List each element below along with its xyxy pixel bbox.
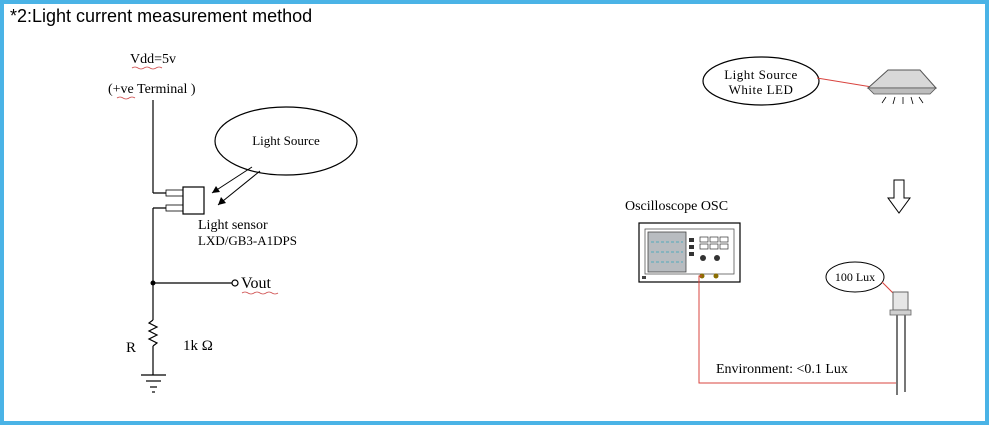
environment-label: Environment: <0.1 Lux	[716, 362, 848, 377]
red-leader-line	[881, 281, 894, 294]
down-arrow-icon	[887, 179, 911, 214]
lux-label: 100 Lux	[835, 270, 875, 284]
light-ray	[211, 166, 253, 194]
ground-icon	[141, 374, 166, 393]
sensor-pin-top	[165, 189, 184, 197]
spell-underline	[116, 96, 136, 100]
photo-sensor-icon	[889, 291, 912, 395]
light-source-bubble	[214, 106, 358, 176]
light-sensor-symbol	[182, 186, 205, 215]
vdd-label: Vdd=5v	[130, 52, 176, 67]
terminal-label: (+ve Terminal )	[108, 82, 196, 97]
resistor-label: R	[126, 340, 136, 356]
arrow-head-icon	[218, 197, 226, 205]
measurement-setup: Light Source White LED Oscilloscope OSC	[625, 56, 938, 395]
probe-wire	[698, 275, 896, 384]
sensor-part-number: LXD/GB3-A1DPS	[198, 233, 297, 248]
resistor-symbol	[147, 319, 159, 347]
spell-underline	[241, 291, 279, 295]
spell-underline	[131, 66, 163, 70]
vout-terminal	[231, 279, 239, 287]
oscilloscope-label: Oscilloscope OSC	[625, 199, 728, 214]
red-leader-line	[816, 77, 879, 89]
arrow-head-icon	[212, 186, 220, 193]
light-ray	[217, 170, 261, 206]
led-label-line1: Light Source	[724, 67, 798, 82]
resistor-value: 1k Ω	[183, 338, 213, 354]
lux-bubble	[825, 261, 885, 293]
sensor-pin-bottom	[165, 204, 184, 212]
vout-label: Vout	[241, 275, 271, 292]
led-label-line2: White LED	[729, 82, 794, 97]
page-title: *2:Light current measurement method	[10, 6, 313, 26]
oscilloscope-icon	[638, 222, 741, 283]
sensor-name: Light sensor	[198, 218, 268, 233]
led-bubble	[702, 56, 820, 106]
lamp-icon	[866, 69, 938, 105]
light-source-label: Light Source	[252, 133, 320, 148]
circuit-diagram: Vdd=5v (+ve Terminal ) Light Source Ligh…	[108, 52, 358, 393]
